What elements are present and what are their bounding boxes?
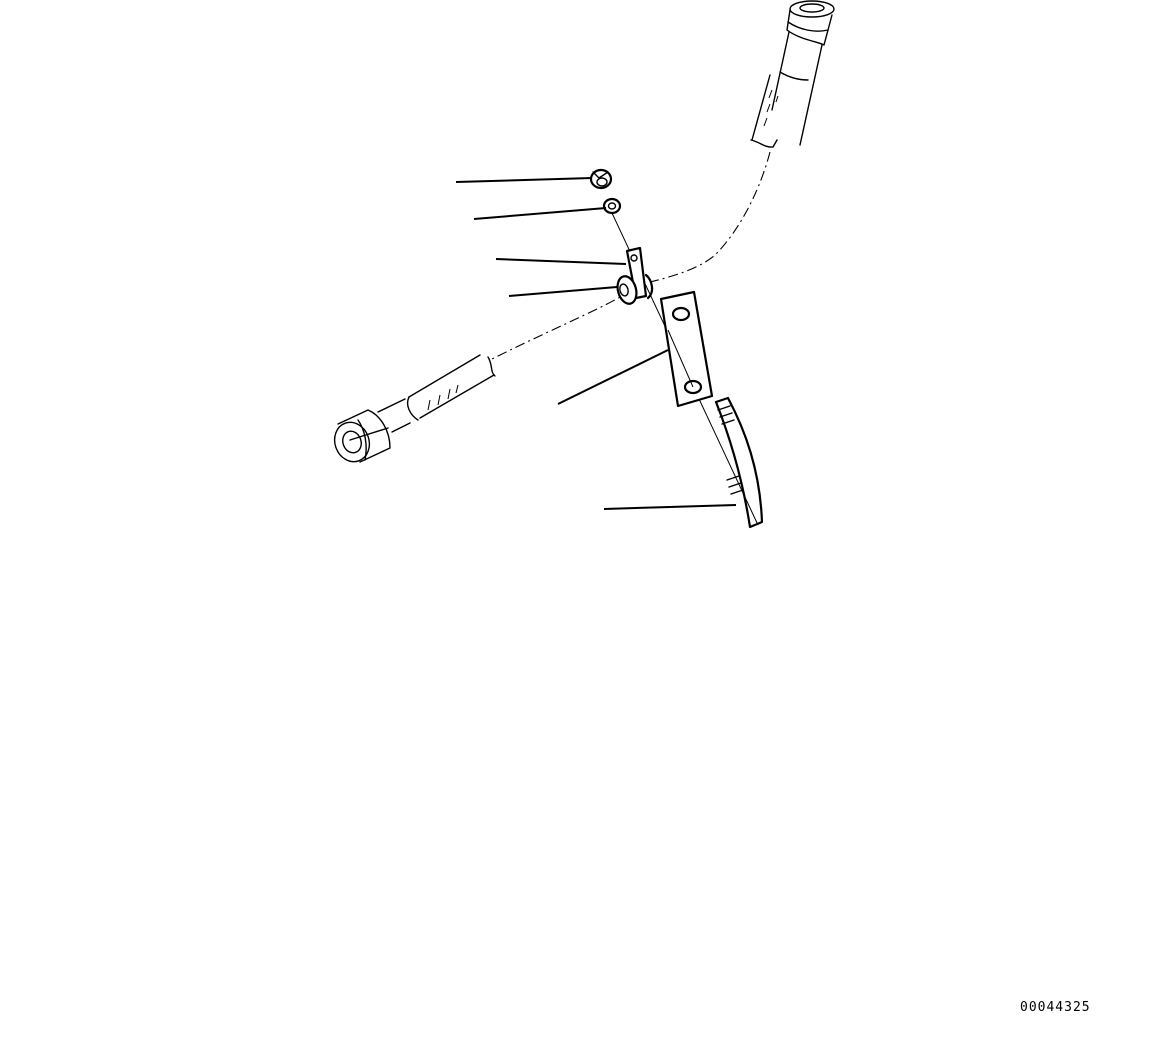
nut-icon xyxy=(589,168,613,190)
hose-guard-icon xyxy=(714,396,764,529)
leader-line-nut xyxy=(455,177,593,183)
hose-lower-icon xyxy=(333,354,496,463)
leader-line-hose-guard xyxy=(603,504,737,510)
leader-line-plate xyxy=(557,349,669,405)
drawing-number: 00044325 xyxy=(1020,1000,1091,1015)
leader-line-clamp xyxy=(508,286,618,297)
clamp-icon xyxy=(616,275,638,305)
hose-upper-icon xyxy=(750,0,835,148)
leader-line-bracket xyxy=(495,258,627,265)
leader-line-washer xyxy=(473,207,607,220)
leader-lines xyxy=(455,177,737,510)
hose-centerline xyxy=(489,151,771,526)
washer-icon xyxy=(602,197,622,215)
plate-icon xyxy=(659,290,714,408)
